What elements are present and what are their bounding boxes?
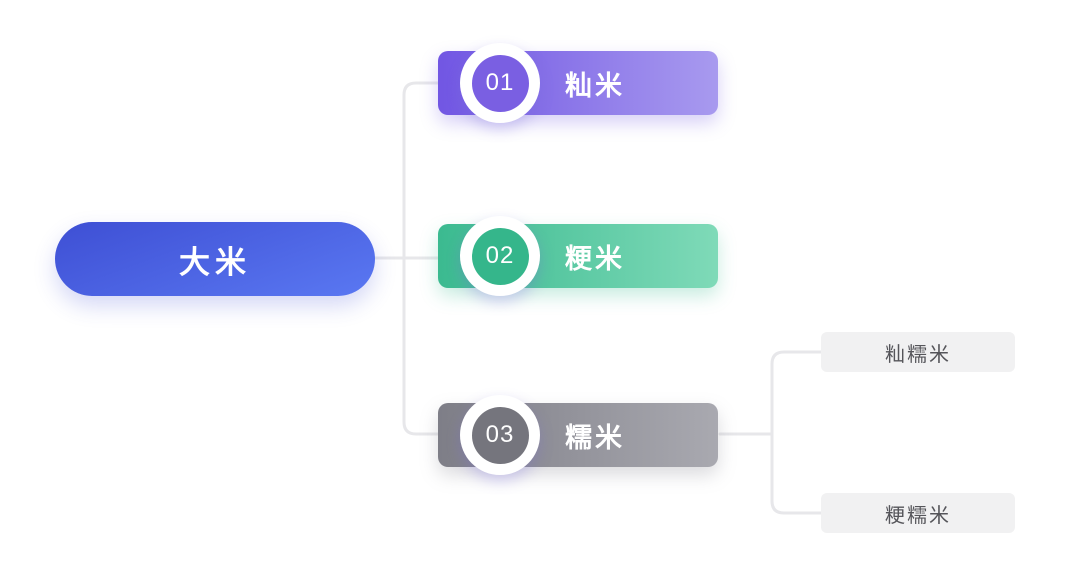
badge-circle: 02 bbox=[471, 227, 529, 285]
leaf-node-label: 籼糯米 bbox=[885, 343, 951, 366]
badge-circle: 01 bbox=[471, 54, 529, 112]
branch-label: 籼米 bbox=[565, 70, 625, 101]
level2-trunk-line bbox=[770, 350, 823, 515]
branch-number-badge: 01 bbox=[460, 43, 540, 123]
leaf-node-japonica-glutinous: 粳糯米 bbox=[821, 493, 1015, 533]
branch-label: 粳米 bbox=[565, 243, 625, 274]
leaf-node-indica-glutinous: 籼糯米 bbox=[821, 332, 1015, 372]
branch-number-badge: 02 bbox=[460, 216, 540, 296]
badge-number-text: 01 bbox=[485, 69, 515, 96]
root-node-rice: 大米 bbox=[55, 222, 375, 296]
badge-circle: 03 bbox=[471, 406, 529, 464]
leaf-node-label: 粳糯米 bbox=[885, 504, 951, 527]
badge-number-text: 02 bbox=[485, 242, 515, 269]
badge-number-text: 03 bbox=[485, 421, 515, 448]
branch-label: 糯米 bbox=[565, 422, 625, 453]
level1-trunk-line bbox=[402, 81, 440, 436]
root-node-label: 大米 bbox=[179, 244, 251, 280]
branch-number-badge: 03 bbox=[460, 395, 540, 475]
